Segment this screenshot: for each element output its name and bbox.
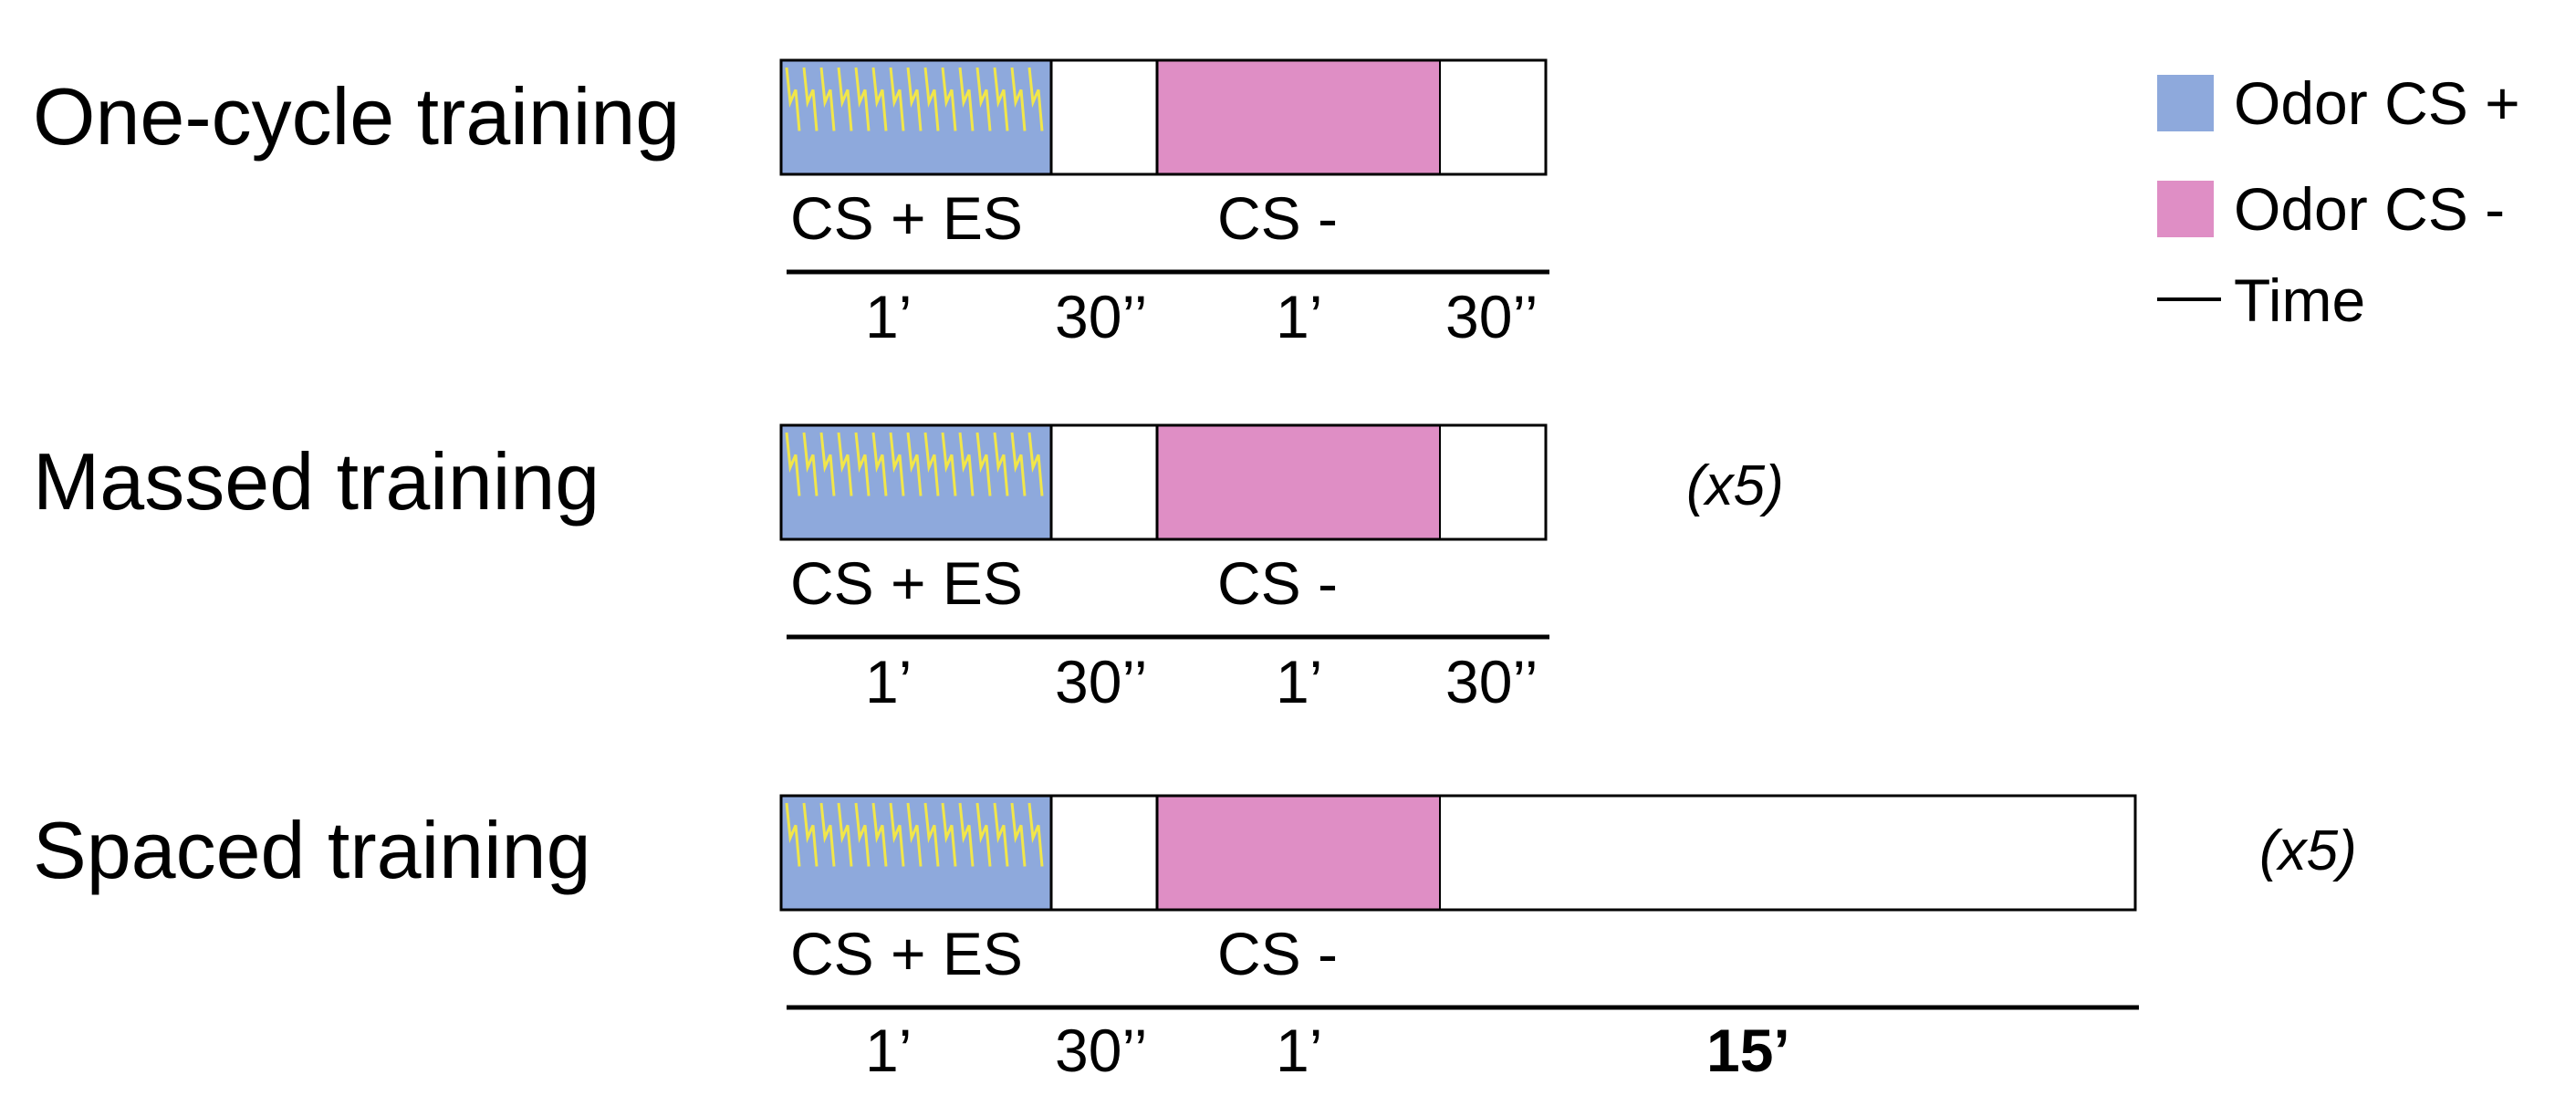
shock-bolt-icon (941, 67, 957, 131)
shock-bolt-icon (958, 67, 975, 131)
shock-bolt-icon (1010, 67, 1027, 131)
shock-bolt-icon (993, 432, 1009, 496)
protocol-2-cs-minus-label: CS - (1217, 549, 1338, 617)
protocol-2-bar-outline (779, 423, 1548, 541)
protocol-1-shock-zigzag (785, 67, 1044, 131)
shock-bolt-icon (993, 67, 1009, 131)
shock-bolt-icon (785, 67, 801, 131)
protocol-2-bar (779, 423, 1549, 640)
protocol-3-duration: 15’ (1706, 1017, 1790, 1084)
shock-bolt-icon (785, 802, 801, 867)
protocol-3-duration: 1’ (1276, 1017, 1323, 1084)
shock-bolt-icon (958, 802, 975, 867)
shock-bolt-icon (871, 802, 888, 867)
shock-bolt-icon (871, 67, 888, 131)
shock-bolt-icon (941, 802, 957, 867)
shock-bolt-icon (941, 432, 957, 496)
shock-bolt-icon (1027, 802, 1044, 867)
shock-bolt-icon (923, 802, 940, 867)
protocol-3-cs-plus-label: CS + ES (790, 920, 1023, 987)
shock-bolt-icon (1010, 802, 1027, 867)
shock-bolt-icon (871, 432, 888, 496)
protocol-2-title: Massed training (33, 436, 600, 527)
shock-bolt-icon (1010, 432, 1027, 496)
shock-bolt-icon (958, 432, 975, 496)
protocol-1-duration: 1’ (865, 283, 913, 350)
shock-bolt-icon (889, 802, 905, 867)
protocol-3-bar-outline (779, 794, 2137, 912)
protocol-3-title: Spaced training (33, 805, 591, 895)
protocol-3-duration: 30’’ (1055, 1017, 1148, 1084)
protocol-1-bar (779, 58, 1549, 275)
legend-cs-plus-label: Odor CS + (2234, 69, 2520, 137)
protocol-2-cs-minus-block (1157, 425, 1440, 539)
protocol-2-cs-plus-label: CS + ES (790, 549, 1023, 617)
shock-bolt-icon (819, 432, 836, 496)
legend-cs-minus-swatch (2157, 181, 2214, 237)
protocol-2-duration: 1’ (865, 648, 913, 715)
shock-bolt-icon (837, 432, 853, 496)
shock-bolt-icon (889, 67, 905, 131)
legend-time-label: Time (2234, 266, 2366, 334)
protocol-1-cs-minus-block (1157, 60, 1440, 174)
shock-bolt-icon (785, 432, 801, 496)
shock-bolt-icon (854, 67, 871, 131)
shock-bolt-icon (975, 432, 992, 496)
protocol-2-duration: 30’’ (1445, 648, 1538, 715)
shock-bolt-icon (819, 67, 836, 131)
shock-bolt-icon (1027, 67, 1044, 131)
protocol-2-repeat: (x5) (1686, 454, 1784, 517)
protocol-1-title: One-cycle training (33, 71, 681, 162)
shock-bolt-icon (923, 67, 940, 131)
shock-bolt-icon (1027, 432, 1044, 496)
protocol-3-repeat: (x5) (2259, 819, 2357, 882)
shock-bolt-icon (802, 67, 819, 131)
shock-bolt-icon (802, 432, 819, 496)
protocol-1-duration: 30’’ (1055, 283, 1148, 350)
shock-bolt-icon (993, 802, 1009, 867)
protocol-3-shock-zigzag (785, 802, 1044, 867)
protocol-3-bar (779, 794, 2139, 1010)
shock-bolt-icon (854, 432, 871, 496)
shock-bolt-icon (854, 802, 871, 867)
legend-cs-minus-label: Odor CS - (2234, 175, 2506, 243)
shock-bolt-icon (906, 67, 923, 131)
shock-bolt-icon (889, 432, 905, 496)
protocol-2-duration: 1’ (1276, 648, 1323, 715)
protocol-3-cs-minus-block (1157, 796, 1440, 910)
protocol-3-duration: 1’ (865, 1017, 913, 1084)
protocol-1-cs-plus-label: CS + ES (790, 184, 1023, 252)
protocol-1-duration: 30’’ (1445, 283, 1538, 350)
shock-bolt-icon (975, 802, 992, 867)
protocol-1-duration: 1’ (1276, 283, 1323, 350)
shock-bolt-icon (802, 802, 819, 867)
shock-bolt-icon (906, 432, 923, 496)
shock-bolt-icon (819, 802, 836, 867)
protocol-1-bar-outline (779, 58, 1548, 176)
protocol-2-shock-zigzag (785, 432, 1044, 496)
protocol-2-duration: 30’’ (1055, 648, 1148, 715)
protocol-3-cs-minus-label: CS - (1217, 920, 1338, 987)
protocol-1-cs-minus-label: CS - (1217, 184, 1338, 252)
shock-bolt-icon (837, 67, 853, 131)
shock-bolt-icon (975, 67, 992, 131)
legend-cs-plus-swatch (2157, 75, 2214, 131)
shock-bolt-icon (837, 802, 853, 867)
shock-bolt-icon (906, 802, 923, 867)
shock-bolt-icon (923, 432, 940, 496)
